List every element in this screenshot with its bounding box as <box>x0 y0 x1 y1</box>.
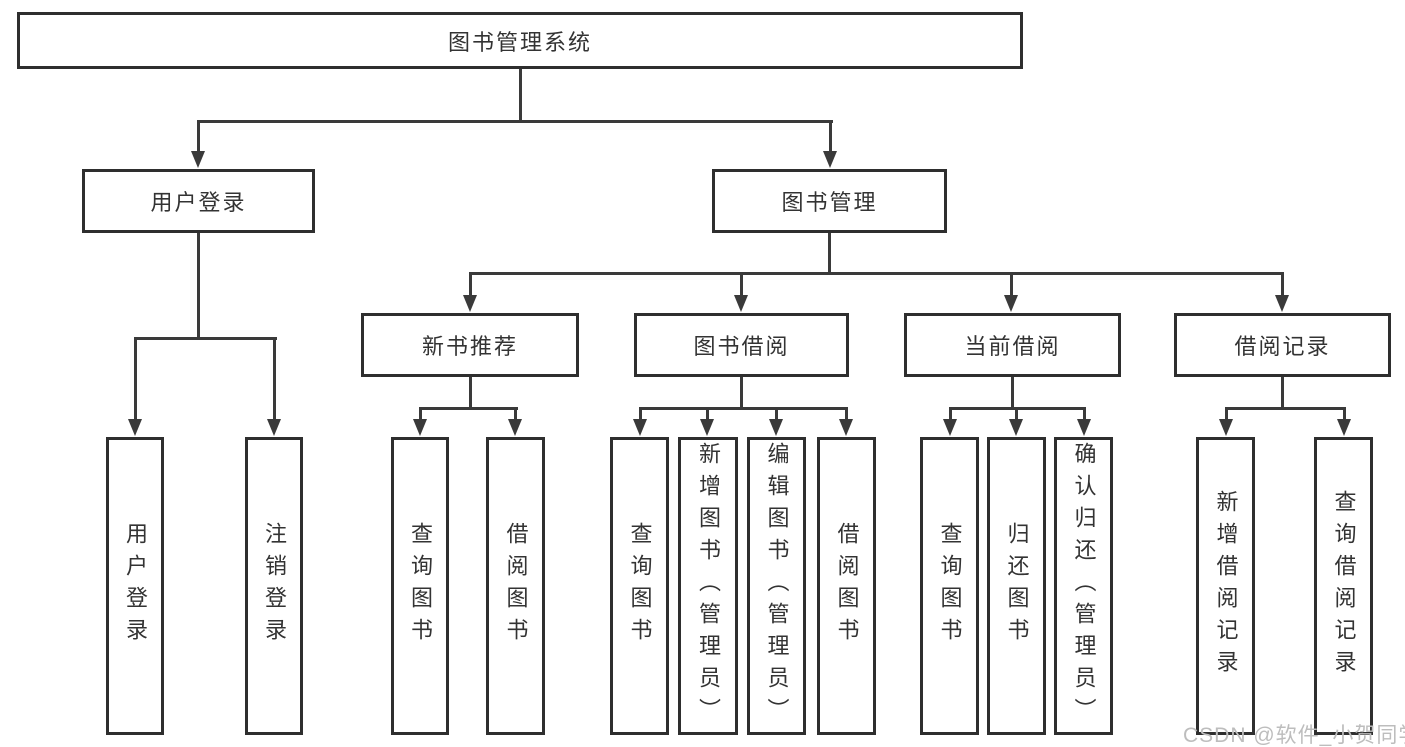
node-user-login: 用户登录 <box>82 169 315 233</box>
leaf-add-books-admin: 新增图书（管理员） <box>678 437 738 735</box>
connector-line <box>469 272 472 298</box>
node-borrow-records: 借阅记录 <box>1174 313 1391 377</box>
leaf-label: 归还图书 <box>1004 522 1030 650</box>
leaf-label: 新增图书（管理员） <box>696 442 721 730</box>
arrow-down-icon <box>734 295 748 312</box>
connector-line <box>845 407 848 422</box>
connector-line <box>197 120 200 153</box>
node-label: 借阅记录 <box>1234 334 1331 359</box>
leaf-label: 用户登录 <box>123 522 148 650</box>
connector-line <box>639 407 642 422</box>
node-label: 图书管理系统 <box>447 29 592 55</box>
arrow-down-icon <box>508 419 522 436</box>
connector-line <box>1015 407 1018 422</box>
arrow-down-icon <box>1009 419 1023 436</box>
leaf-label: 查询图书 <box>937 522 963 650</box>
connector-line <box>514 407 517 422</box>
node-new-book-recommend: 新书推荐 <box>361 313 579 377</box>
leaf-edit-books-admin: 编辑图书（管理员） <box>747 437 806 735</box>
connector-line <box>1225 407 1228 422</box>
arrow-down-icon <box>413 419 427 436</box>
arrow-down-icon <box>191 151 205 168</box>
leaf-label: 借阅图书 <box>503 522 529 650</box>
connector-line <box>1281 272 1284 298</box>
node-label: 用户登录 <box>150 190 247 215</box>
connector-line <box>740 377 743 407</box>
connector-line <box>469 377 472 407</box>
connector-line <box>197 233 200 337</box>
arrow-down-icon <box>633 419 647 436</box>
arrow-down-icon <box>1337 419 1351 436</box>
connector-line <box>829 120 832 153</box>
arrow-down-icon <box>1077 419 1091 436</box>
leaf-user-login: 用户登录 <box>106 437 164 735</box>
connector-line <box>469 272 1284 275</box>
connector-line <box>419 407 518 410</box>
connector-line <box>519 69 522 120</box>
connector-line <box>828 233 831 272</box>
node-label: 新书推荐 <box>421 334 518 359</box>
connector-line <box>1343 407 1346 422</box>
leaf-borrow-books-recommend: 借阅图书 <box>486 437 545 735</box>
connector-line <box>134 337 277 340</box>
leaf-label: 查询借阅记录 <box>1331 490 1357 682</box>
leaf-confirm-return-admin: 确认归还（管理员） <box>1054 437 1113 735</box>
leaf-query-borrow-record: 查询借阅记录 <box>1314 437 1373 735</box>
connector-line <box>706 407 709 422</box>
leaf-query-books-recommend: 查询图书 <box>391 437 449 735</box>
arrow-down-icon <box>463 295 477 312</box>
leaf-return-books: 归还图书 <box>987 437 1046 735</box>
connector-line <box>639 407 848 410</box>
connector-line <box>1225 407 1346 410</box>
leaf-label: 新增借阅记录 <box>1213 490 1239 682</box>
arrow-down-icon <box>823 151 837 168</box>
node-library-management-system: 图书管理系统 <box>17 12 1023 69</box>
arrow-down-icon <box>1275 295 1289 312</box>
leaf-label: 查询图书 <box>627 522 653 650</box>
connector-line <box>775 407 778 422</box>
leaf-query-books-borrow: 查询图书 <box>610 437 669 735</box>
arrow-down-icon <box>839 419 853 436</box>
connector-line <box>419 407 422 422</box>
node-book-borrow: 图书借阅 <box>634 313 849 377</box>
arrow-down-icon <box>700 419 714 436</box>
connector-line <box>134 337 137 422</box>
connector-line <box>1281 377 1284 407</box>
node-current-borrow: 当前借阅 <box>904 313 1121 377</box>
arrow-down-icon <box>769 419 783 436</box>
node-label: 图书借阅 <box>693 334 790 359</box>
connector-line <box>273 337 276 422</box>
leaf-label: 编辑图书（管理员） <box>764 442 790 730</box>
arrow-down-icon <box>128 419 142 436</box>
node-book-management: 图书管理 <box>712 169 947 233</box>
connector-line <box>197 120 833 123</box>
leaf-add-borrow-record: 新增借阅记录 <box>1196 437 1255 735</box>
leaf-borrow-books: 借阅图书 <box>817 437 876 735</box>
arrow-down-icon <box>1219 419 1233 436</box>
leaf-label: 查询图书 <box>408 522 433 650</box>
leaf-label: 注销登录 <box>262 522 287 650</box>
arrow-down-icon <box>943 419 957 436</box>
arrow-down-icon <box>267 419 281 436</box>
leaf-query-books-current: 查询图书 <box>920 437 979 735</box>
connector-line <box>949 407 952 422</box>
connector-line <box>740 272 743 298</box>
leaf-label: 确认归还（管理员） <box>1071 442 1097 730</box>
node-label: 当前借阅 <box>964 334 1061 359</box>
watermark: CSDN @软件_小贺同学 <box>1183 724 1405 747</box>
connector-line <box>1011 377 1014 407</box>
leaf-logout: 注销登录 <box>245 437 303 735</box>
leaf-label: 借阅图书 <box>834 522 860 650</box>
arrow-down-icon <box>1004 295 1018 312</box>
node-label: 图书管理 <box>781 190 878 215</box>
connector-line <box>1083 407 1086 422</box>
connector-line <box>1010 272 1013 298</box>
